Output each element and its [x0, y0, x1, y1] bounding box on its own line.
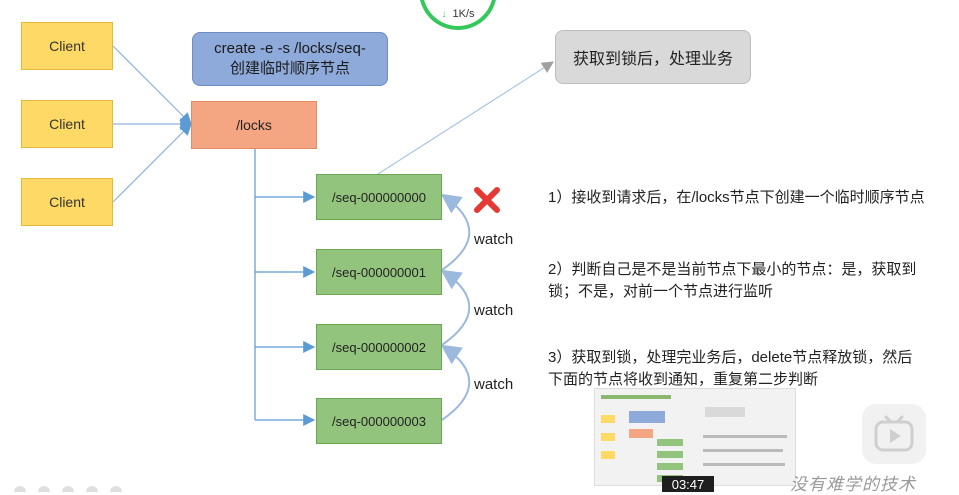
seq-node-1: /seq-000000001 [316, 249, 442, 295]
client3-to-locks-line [112, 123, 192, 203]
watch-label-3: watch [474, 376, 514, 393]
step-3-text: 3）获取到锁，处理完业务后，delete节点释放锁，然后 下面的节点将收到通知，… [548, 347, 958, 391]
taskbar-icon-1 [14, 486, 26, 492]
bilibili-play-button[interactable] [862, 404, 926, 464]
watch-label-2: watch [474, 302, 514, 319]
channel-watermark: 没有难学的技术 [790, 475, 916, 495]
watch-label-1: watch [474, 231, 514, 248]
client-box-3: Client [21, 178, 113, 226]
locks-node: /locks [191, 101, 317, 149]
thumb-command [629, 411, 665, 423]
step-2-line1: 2）判断自己是不是当前节点下最小的节点：是，获取到 [548, 261, 917, 278]
thumb-client-2 [601, 433, 615, 441]
tv-play-icon [874, 415, 914, 452]
thumb-text-3 [703, 463, 785, 466]
taskbar-icon-5 [110, 486, 122, 492]
create-command-box: create -e -s /locks/seq- 创建临时顺序节点 [192, 32, 388, 86]
taskbar-icon-4 [86, 486, 98, 492]
seq0-to-result-line [377, 61, 555, 175]
client-box-2: Client [21, 100, 113, 148]
thumb-result [705, 407, 745, 417]
red-cross-icon [474, 187, 500, 213]
create-command-line2: 创建临时顺序节点 [229, 60, 350, 77]
step-2-text: 2）判断自己是不是当前节点下最小的节点：是，获取到 锁；不是，对前一个节点进行监… [548, 259, 958, 303]
speed-value: 1K/s [452, 8, 475, 20]
thumb-client-3 [601, 451, 615, 459]
result-box: 获取到锁后，处理业务 [555, 30, 751, 84]
download-arrow-icon: ↓ [441, 9, 447, 20]
taskbar-icon-3 [62, 486, 74, 492]
thumb-text-2 [703, 449, 783, 452]
step-2-line2: 锁；不是，对前一个节点进行监听 [548, 283, 774, 300]
create-command-line1: create -e -s /locks/seq- [214, 40, 366, 57]
watch-arc-2 [440, 269, 471, 346]
watch-arc-1 [440, 193, 471, 271]
thumb-locks [629, 429, 653, 438]
taskbar-icons [14, 486, 122, 492]
thumb-text-1 [703, 435, 787, 438]
step-1-line1: 1）接收到请求后，在/locks节点下创建一个临时顺序节点 [548, 189, 925, 206]
thumb-seq-0 [657, 439, 683, 446]
video-timestamp: 03:47 [662, 476, 714, 492]
client1-to-locks-line [112, 45, 192, 125]
client-box-1: Client [21, 22, 113, 70]
step-3-line1: 3）获取到锁，处理完业务后，delete节点释放锁，然后 [548, 349, 913, 366]
thumb-client-1 [601, 415, 615, 423]
seq-node-0: /seq-000000000 [316, 174, 442, 220]
taskbar-icon-2 [38, 486, 50, 492]
watch-arc-3 [440, 344, 471, 421]
seq-node-2: /seq-000000002 [316, 324, 442, 370]
thumb-seq-1 [657, 451, 683, 458]
thumb-seq-2 [657, 463, 683, 470]
step-1-text: 1）接收到请求后，在/locks节点下创建一个临时顺序节点 [548, 187, 959, 209]
seq-node-3: /seq-000000003 [316, 398, 442, 444]
thumb-title-bar [601, 395, 671, 399]
step-3-line2: 下面的节点将收到通知，重复第二步判断 [548, 371, 819, 388]
video-preview-thumbnail[interactable] [594, 388, 796, 486]
